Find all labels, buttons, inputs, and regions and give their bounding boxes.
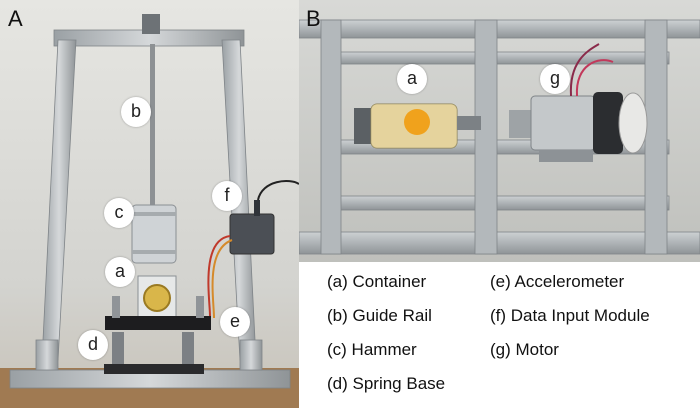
panel-label-b: B	[306, 6, 321, 31]
panel-b-photo	[299, 0, 700, 262]
spring-base	[105, 316, 211, 330]
panel-label-a: A	[8, 6, 23, 31]
hammer	[131, 204, 177, 264]
frame-b	[299, 19, 700, 255]
legend: (a) Container (b) Guide Rail (c) Hammer …	[299, 262, 700, 408]
data-input-module	[229, 213, 275, 255]
legend-item-hammer: (c) Hammer	[327, 340, 417, 359]
legend-item-container: (a) Container	[327, 272, 427, 291]
legend-item-spring-base: (d) Spring Base	[327, 374, 446, 393]
ball	[404, 109, 430, 135]
guide-rail	[150, 44, 155, 214]
legend-item-guide-rail: (b) Guide Rail	[327, 306, 432, 325]
motor-rig-illustration	[299, 0, 700, 262]
marker-container: a	[105, 257, 135, 287]
drop-rig-illustration	[0, 0, 299, 408]
marker-data-module: f	[212, 181, 242, 211]
marker-guide-rail: b	[121, 97, 151, 127]
marker-spring-base: d	[78, 330, 108, 360]
marker-hammer: c	[104, 198, 134, 228]
legend-item-accelerometer: (e) Accelerometer	[490, 272, 625, 291]
motor	[530, 95, 596, 151]
marker-container-b: a	[397, 64, 427, 94]
marker-accelerometer: e	[220, 307, 250, 337]
legend-item-motor: (g) Motor	[490, 340, 559, 359]
marker-motor: g	[540, 64, 570, 94]
panel-a-photo	[0, 0, 299, 408]
legend-item-data-input-module: (f) Data Input Module	[490, 306, 650, 325]
